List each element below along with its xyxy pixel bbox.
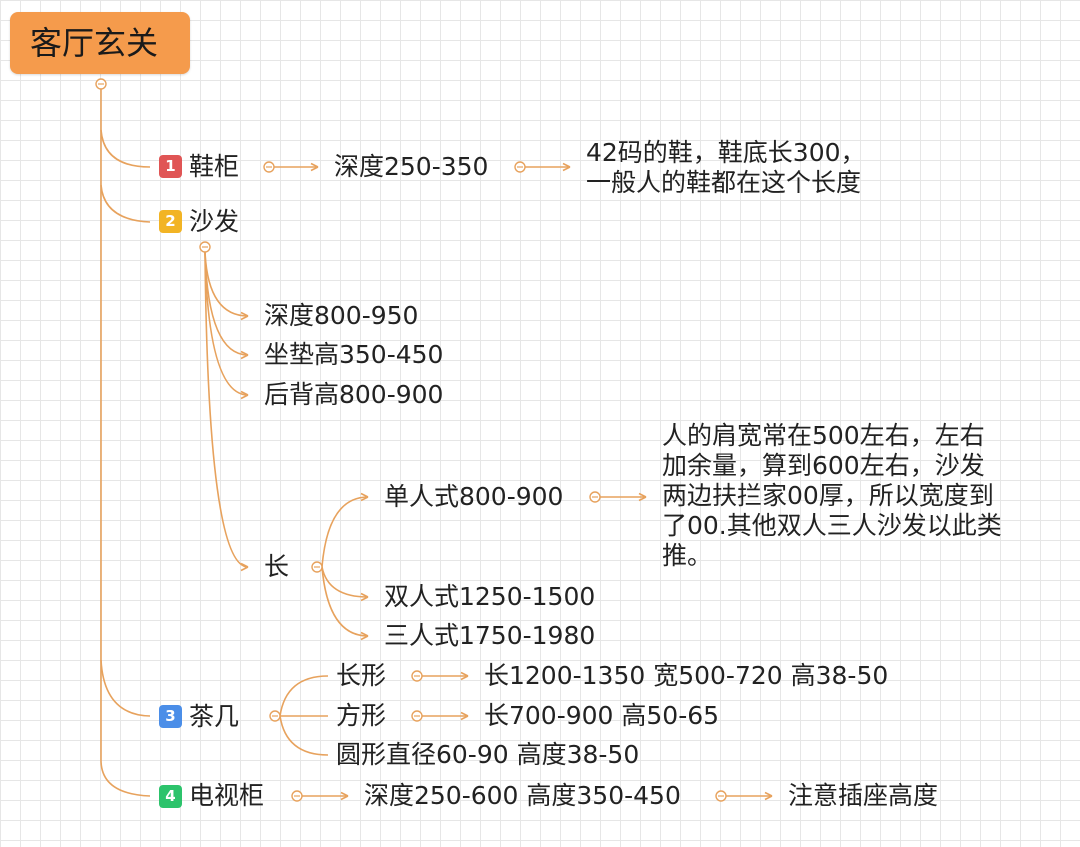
- topic-tv-cabinet[interactable]: 电视柜: [189, 781, 265, 810]
- topic-square-table-spec[interactable]: 长700-900 高50-65: [484, 701, 720, 730]
- note-line: 加余量，算到600左右，沙发: [662, 451, 985, 480]
- topic-sofa[interactable]: 沙发: [189, 207, 240, 236]
- note-shoe-length[interactable]: 42码的鞋，鞋底长300， 一般人的鞋都在这个长度: [586, 138, 866, 198]
- note-line: 42码的鞋，鞋底长300，: [586, 138, 866, 167]
- note-line: 推。: [662, 541, 713, 570]
- note-line: 一般人的鞋都在这个长度: [586, 168, 862, 197]
- root-topic[interactable]: 客厅玄关: [10, 12, 190, 74]
- topic-round-table[interactable]: 圆形直径60-90 高度38-50: [336, 740, 640, 769]
- topic-sofa-back-height[interactable]: 后背高800-900: [264, 380, 444, 409]
- topic-rect-table-spec[interactable]: 长1200-1350 宽500-720 高38-50: [484, 661, 889, 690]
- priority-3-icon: 3: [159, 705, 182, 728]
- note-line: 两边扶拦家00厚，所以宽度到: [662, 481, 994, 510]
- topic-double-seat[interactable]: 双人式1250-1500: [384, 582, 596, 611]
- priority-2-icon: 2: [159, 210, 182, 233]
- priority-1-icon: 1: [159, 155, 182, 178]
- topic-tv-cabinet-spec[interactable]: 深度250-600 高度350-450: [364, 781, 681, 810]
- topic-single-seat[interactable]: 单人式800-900: [384, 482, 564, 511]
- topic-sofa-depth[interactable]: 深度800-950: [264, 301, 419, 330]
- topic-triple-seat[interactable]: 三人式1750-1980: [384, 621, 596, 650]
- topic-socket-height-note[interactable]: 注意插座高度: [788, 781, 939, 810]
- topic-sofa-length[interactable]: 长: [264, 552, 290, 581]
- priority-4-icon: 4: [159, 785, 182, 808]
- topic-shoe-cabinet[interactable]: 鞋柜: [189, 152, 240, 181]
- topic-sofa-seat-height[interactable]: 坐垫高350-450: [264, 340, 444, 369]
- note-line: 了00.其他双人三人沙发以此类: [662, 511, 1002, 540]
- topic-coffee-table[interactable]: 茶几: [189, 702, 240, 731]
- topic-square-table[interactable]: 方形: [336, 701, 387, 730]
- note-shoulder-width[interactable]: 人的肩宽常在500左右，左右 加余量，算到600左右，沙发 两边扶拦家00厚，所…: [662, 421, 1002, 571]
- topic-shoe-cabinet-depth[interactable]: 深度250-350: [334, 152, 489, 181]
- note-line: 人的肩宽常在500左右，左右: [662, 421, 985, 450]
- topic-rect-table[interactable]: 长形: [336, 661, 387, 690]
